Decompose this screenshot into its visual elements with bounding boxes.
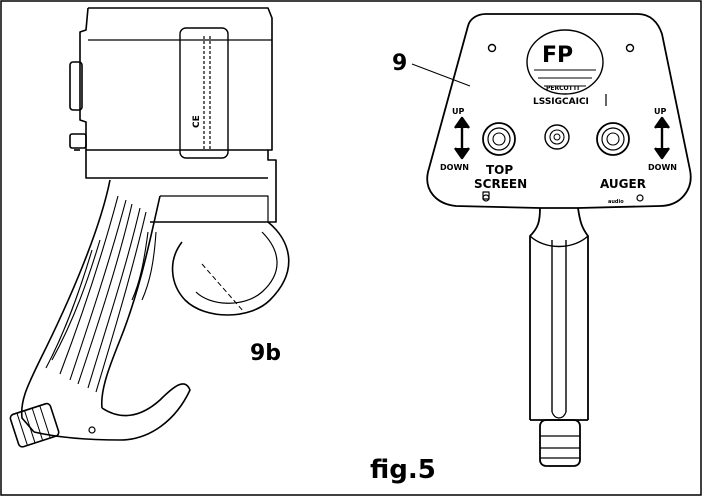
handle-neck-curve	[529, 235, 589, 248]
grip-rib	[51, 239, 101, 361]
grip-rib	[131, 231, 149, 301]
grip-rib	[45, 249, 93, 369]
cable-gland	[539, 419, 581, 467]
grip-side-view	[9, 7, 290, 448]
right-down-label: DOWN	[648, 163, 677, 172]
left-indicator-square	[482, 191, 490, 200]
remote-front-view	[411, 13, 692, 467]
grip-connector	[9, 402, 60, 448]
top-label: TOP	[486, 163, 513, 177]
grip-back-edge	[100, 195, 161, 409]
screw-hole	[482, 194, 490, 202]
logo-ring-text: PERCOTTI	[546, 85, 579, 92]
logo-hatch	[534, 69, 596, 87]
model-code: LSSIGCAICI	[533, 97, 589, 107]
logo-fp: FP	[542, 43, 573, 68]
right-toggle-switch[interactable]	[596, 122, 630, 156]
auger-label: AUGER	[600, 177, 646, 191]
grip-rib	[69, 199, 127, 381]
grip-hook	[33, 383, 191, 441]
clamp-ring-outer	[171, 221, 290, 316]
callout-9b: 9b	[250, 341, 281, 366]
left-toggle-switch[interactable]	[482, 122, 516, 156]
handle-center-bottom	[551, 411, 567, 419]
right-up-label: UP	[654, 107, 666, 116]
grip-rib	[87, 207, 141, 389]
tiny-mark: audio	[608, 199, 624, 205]
screw-hole	[487, 43, 497, 53]
screw-hole	[636, 194, 644, 202]
right-updown-arrow-icon	[654, 116, 670, 160]
left-updown-arrow-icon	[454, 116, 470, 160]
clamp-bracket	[160, 195, 269, 222]
ce-mark: CE	[192, 115, 202, 128]
left-up-label: UP	[452, 107, 464, 116]
side-knob	[69, 61, 83, 111]
screen-label: SCREEN	[474, 177, 527, 191]
left-down-label: DOWN	[440, 163, 469, 172]
grip-rib	[141, 231, 157, 301]
screw-hole	[625, 43, 635, 53]
center-indicator	[544, 124, 570, 150]
side-pin	[69, 133, 87, 149]
handle-right-edge	[577, 207, 589, 420]
remote-head-outline	[426, 13, 692, 209]
grip-rib	[77, 203, 133, 385]
label-panel	[179, 27, 229, 159]
grip-rib	[95, 211, 147, 393]
figure-caption: fig.5	[370, 455, 436, 485]
grip-front-edge	[20, 179, 111, 433]
grip-rib	[59, 195, 119, 375]
leader-9b	[201, 263, 245, 313]
housing-lower-edge	[85, 150, 268, 179]
grip-screw	[88, 426, 96, 434]
leader-9	[411, 63, 471, 87]
clamp-ring-inner	[195, 231, 278, 304]
callout-9: 9	[392, 51, 407, 76]
logo-disk	[526, 29, 604, 95]
upper-housing-left	[79, 7, 268, 151]
